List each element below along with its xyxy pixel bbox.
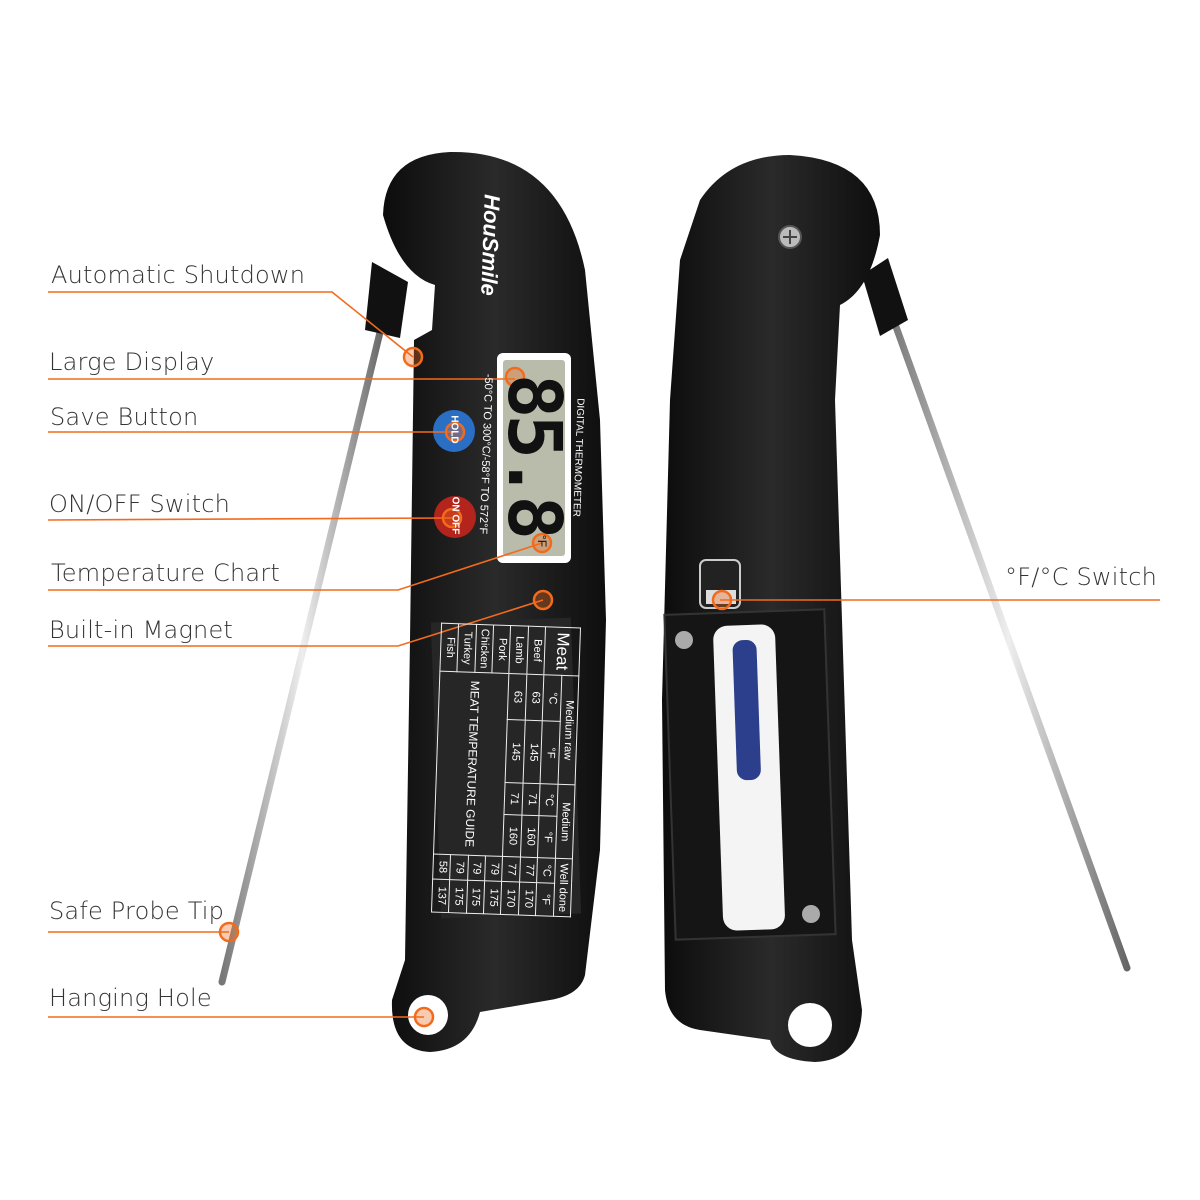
power-button[interactable] xyxy=(434,496,476,538)
screw-icon xyxy=(675,631,693,649)
battery-label xyxy=(732,640,761,781)
callout-temp-chart: Temperature Chart xyxy=(51,559,281,587)
table-cell: Pork xyxy=(492,624,512,674)
callout-magnet: Built-in Magnet xyxy=(49,616,234,644)
group-header: Well done xyxy=(553,858,573,917)
table-cell: 160 xyxy=(520,814,540,859)
callout-markers xyxy=(218,346,733,1028)
meat-temperature-table: Meat Medium raw Medium Well done °C°F °C… xyxy=(431,623,581,918)
table-cell: 79 xyxy=(484,856,503,882)
table-cell: Chicken xyxy=(474,624,494,673)
callout-lines xyxy=(47,291,1160,1018)
meat-guide-panel xyxy=(430,617,582,919)
table-cell: 145 xyxy=(522,720,543,784)
table-cell: 137 xyxy=(431,878,451,913)
table-cell: 170 xyxy=(518,881,537,916)
table-cell: 63 xyxy=(507,673,527,721)
table-cell: 71 xyxy=(521,783,541,816)
table-cell: °F xyxy=(540,721,560,785)
callout-hanging-hole: Hanging Hole xyxy=(49,984,212,1012)
callout-probe-tip: Safe Probe Tip xyxy=(49,897,225,925)
callout-auto-shutdown: Automatic Shutdown xyxy=(51,261,306,289)
table-cell: Lamb xyxy=(509,625,529,675)
table-cell: 175 xyxy=(483,880,503,915)
right-probe-hinge xyxy=(862,258,908,336)
screw-icon xyxy=(802,905,820,923)
callout-large-display: Large Display xyxy=(49,348,215,376)
table-cell: 63 xyxy=(525,674,545,722)
table-cell: 170 xyxy=(500,881,520,916)
lcd-reading: 85.8 xyxy=(491,373,577,537)
table-cell: 71 xyxy=(504,782,523,815)
guide-title: MEAT TEMPERATURE GUIDE xyxy=(433,671,510,857)
lcd-screen xyxy=(503,360,565,556)
right-hanging-hole xyxy=(788,1003,832,1047)
table-cell: Turkey xyxy=(457,623,477,673)
meat-header: Meat xyxy=(544,626,581,676)
brand-logo: HouSmile xyxy=(476,193,505,297)
table-cell: 77 xyxy=(502,856,521,882)
callout-save-button: Save Button xyxy=(50,403,199,431)
table-cell: 79 xyxy=(450,855,469,881)
table-cell: 79 xyxy=(467,855,486,881)
table-cell: °C xyxy=(536,858,556,884)
table-cell: 175 xyxy=(466,880,485,914)
table-cell: Beef xyxy=(526,626,546,675)
table-cell: °F xyxy=(535,882,555,917)
callout-unit-switch: °F/°C Switch xyxy=(1005,563,1158,591)
table-cell: °C xyxy=(542,674,562,722)
table-cell: 77 xyxy=(519,857,538,883)
table-cell: 175 xyxy=(448,879,468,914)
table-cell: Fish xyxy=(439,623,459,672)
hold-button-label[interactable]: HOLD xyxy=(448,415,460,444)
table-cell: 145 xyxy=(505,719,526,784)
left-probe-hinge xyxy=(365,262,408,338)
hold-button[interactable] xyxy=(433,410,475,452)
table-cell: 58 xyxy=(432,854,451,880)
callout-on-off: ON/OFF Switch xyxy=(49,490,231,518)
table-cell: °C xyxy=(539,783,558,817)
group-header: Medium xyxy=(555,784,576,860)
table-cell: °F xyxy=(537,815,557,859)
power-button-label[interactable]: ON OFF xyxy=(449,496,461,535)
lcd-unit: °F xyxy=(535,534,549,548)
left-probe xyxy=(218,316,387,986)
table-cell: 160 xyxy=(502,814,522,858)
right-probe xyxy=(886,306,1131,972)
